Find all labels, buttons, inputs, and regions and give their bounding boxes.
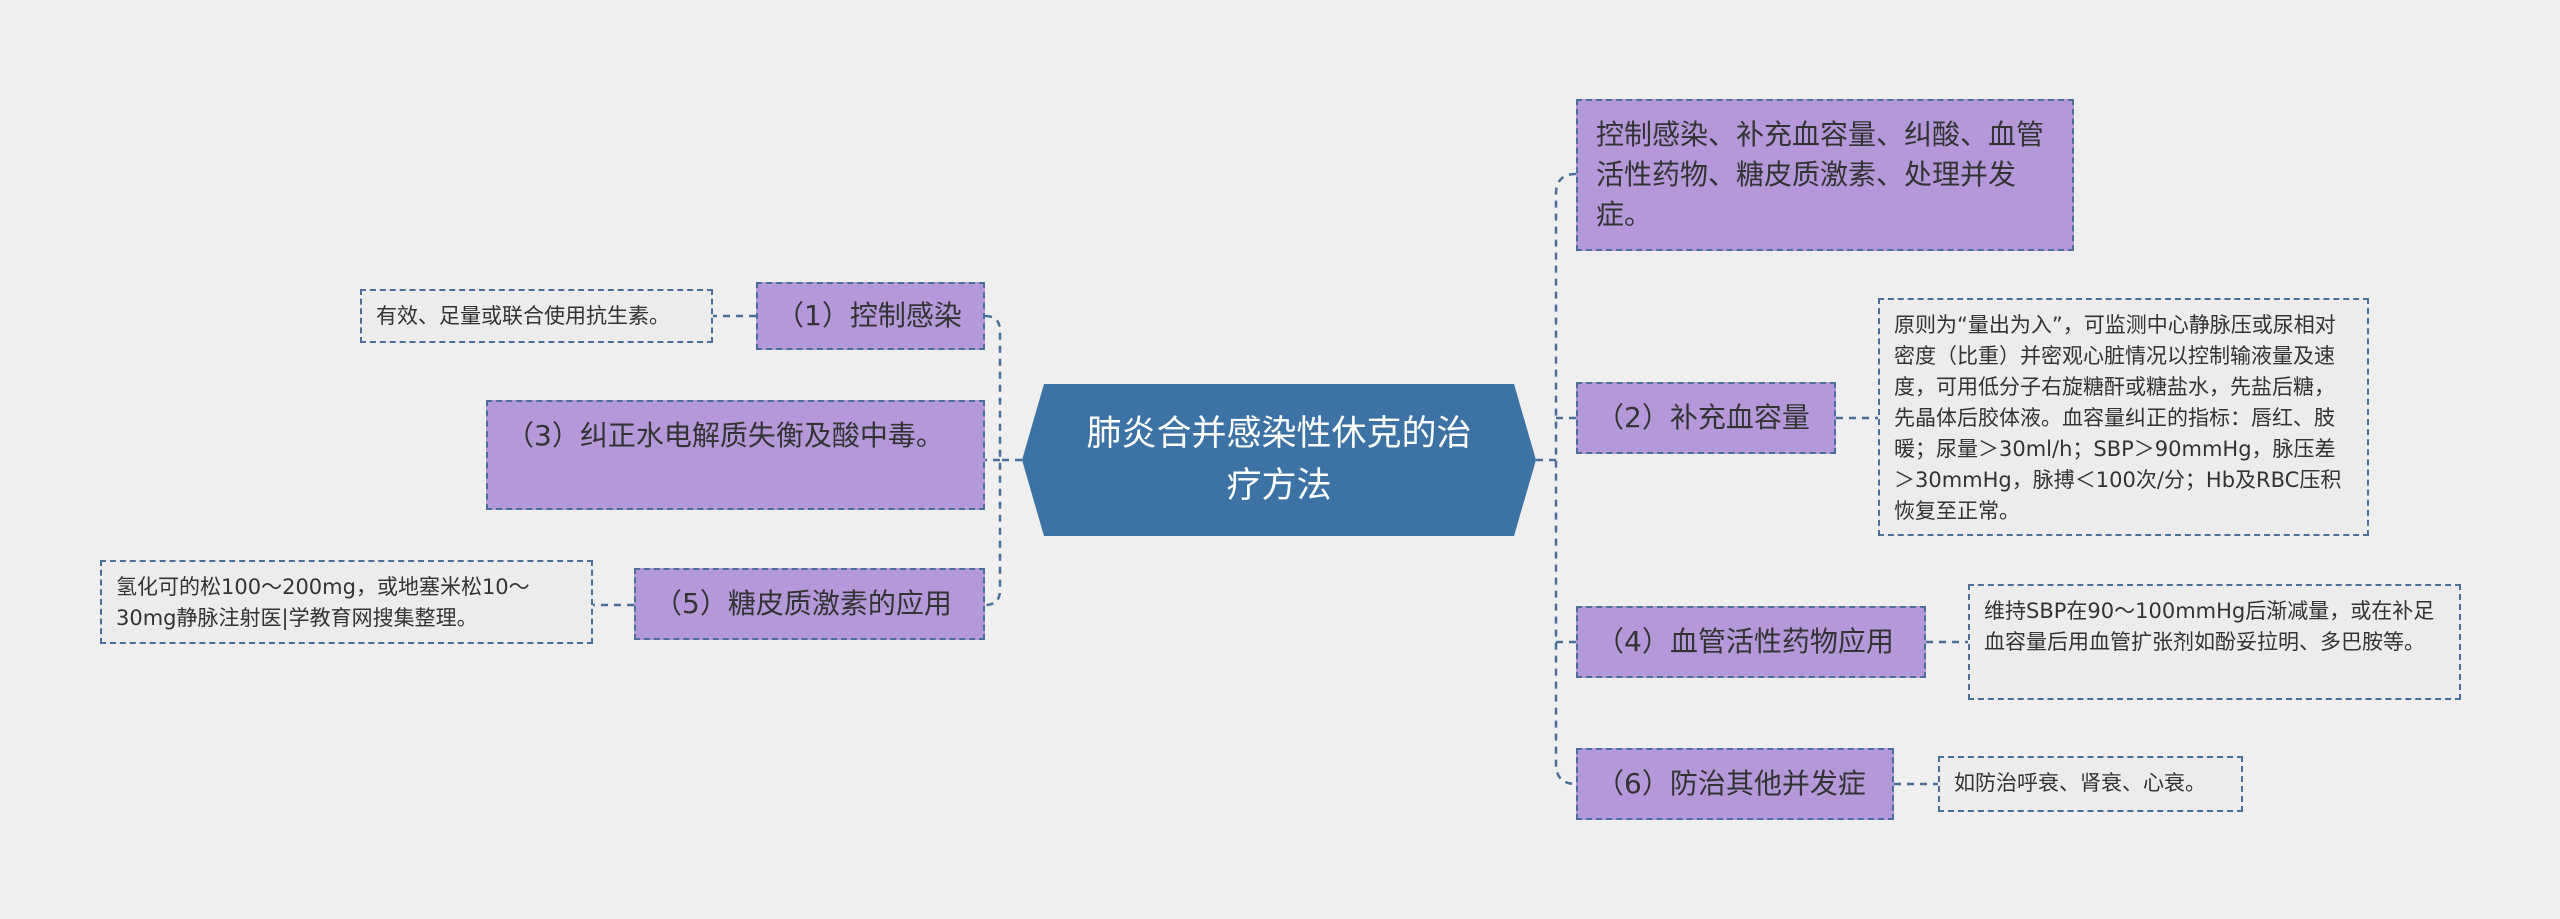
branch-label: （1）控制感染 <box>776 299 962 332</box>
leaf-control-infection-detail[interactable]: 有效、足量或联合使用抗生素。 <box>360 289 713 343</box>
central-topic[interactable]: 肺炎合并感染性休克的治疗方法 <box>1022 384 1536 536</box>
branch-prevent-complications[interactable]: （6）防治其他并发症 <box>1576 748 1894 820</box>
branch-label: （2）补充血容量 <box>1596 401 1810 434</box>
leaf-vasoactive-drugs-detail[interactable]: 维持SBP在90～100mmHg后渐减量，或在补足血容量后用血管扩张剂如酚妥拉明… <box>1968 584 2461 700</box>
branch-label: （6）防治其他并发症 <box>1596 767 1866 800</box>
branch-label: （5）糖皮质激素的应用 <box>654 587 952 620</box>
leaf-text: 维持SBP在90～100mmHg后渐减量，或在补足血容量后用血管扩张剂如酚妥拉明… <box>1984 599 2435 654</box>
leaf-glucocorticoid-detail[interactable]: 氢化可的松100～200mg，或地塞米松10～30mg静脉注射医|学教育网搜集整… <box>100 560 593 644</box>
branch-treatment-summary[interactable]: 控制感染、补充血容量、纠酸、血管活性药物、糖皮质激素、处理并发症。 <box>1576 99 2074 251</box>
leaf-text: 原则为“量出为入”，可监测中心静脉压或尿相对密度（比重）并密观心脏情况以控制输液… <box>1894 313 2342 523</box>
leaf-text: 有效、足量或联合使用抗生素。 <box>376 304 670 328</box>
connector-right-trunk <box>1554 172 1577 786</box>
branch-correct-electrolyte[interactable]: （3）纠正水电解质失衡及酸中毒。 <box>486 400 985 510</box>
branch-fluid-replacement[interactable]: （2）补充血容量 <box>1576 382 1836 454</box>
leaf-fluid-replacement-detail[interactable]: 原则为“量出为入”，可监测中心静脉压或尿相对密度（比重）并密观心脏情况以控制输液… <box>1878 298 2369 536</box>
branch-label: 控制感染、补充血容量、纠酸、血管活性药物、糖皮质激素、处理并发症。 <box>1596 118 2045 231</box>
leaf-prevent-complications-detail[interactable]: 如防治呼衰、肾衰、心衰。 <box>1938 756 2243 812</box>
central-topic-title: 肺炎合并感染性休克的治疗方法 <box>1086 414 1472 506</box>
central-hexagon-shape <box>1022 384 1536 536</box>
branch-control-infection[interactable]: （1）控制感染 <box>756 282 985 350</box>
branch-label: （3）纠正水电解质失衡及酸中毒。 <box>506 419 944 452</box>
branch-glucocorticoid[interactable]: （5）糖皮质激素的应用 <box>634 568 985 640</box>
connector-left-trunk <box>984 314 1002 607</box>
branch-label: （4）血管活性药物应用 <box>1596 625 1894 658</box>
leaf-text: 如防治呼衰、肾衰、心衰。 <box>1954 771 2206 795</box>
leaf-text: 氢化可的松100～200mg，或地塞米松10～30mg静脉注射医|学教育网搜集整… <box>116 575 530 630</box>
branch-vasoactive-drugs[interactable]: （4）血管活性药物应用 <box>1576 606 1926 678</box>
